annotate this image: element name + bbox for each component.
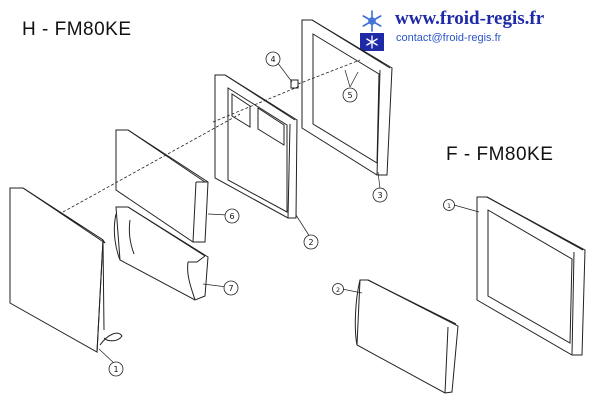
callout-h2: 2 xyxy=(308,238,313,247)
part-h1-door-panel xyxy=(9,187,123,353)
part-h6-gasket-strip xyxy=(115,129,209,243)
part-h4-clip xyxy=(290,79,299,89)
part-f2-front-plate xyxy=(354,279,459,394)
snowflake-logo-icon xyxy=(360,10,384,51)
callout-f1: 1 xyxy=(447,203,451,210)
part-f1-frame xyxy=(476,196,586,356)
callout-f2: 2 xyxy=(336,287,340,294)
website-url-link[interactable]: www.froid-regis.fr xyxy=(395,8,545,29)
diagram-title-h: H - FM80KE xyxy=(22,19,132,40)
callout-h7: 7 xyxy=(228,284,233,293)
callout-h3: 3 xyxy=(377,191,382,200)
callout-h4: 4 xyxy=(270,55,275,64)
part-h2-inner-frame xyxy=(214,74,298,219)
part-h7-drawer xyxy=(113,206,209,301)
callout-h6: 6 xyxy=(229,212,234,221)
contact-email-link[interactable]: contact@froid-regis.fr xyxy=(396,32,502,44)
callout-h1: 1 xyxy=(113,365,118,374)
diagram-title-f: F - FM80KE xyxy=(446,144,554,165)
assembly-lines xyxy=(62,59,361,213)
leader-lines xyxy=(98,61,480,366)
callout-h5: 5 xyxy=(347,91,352,100)
callout-circles xyxy=(108,51,455,377)
